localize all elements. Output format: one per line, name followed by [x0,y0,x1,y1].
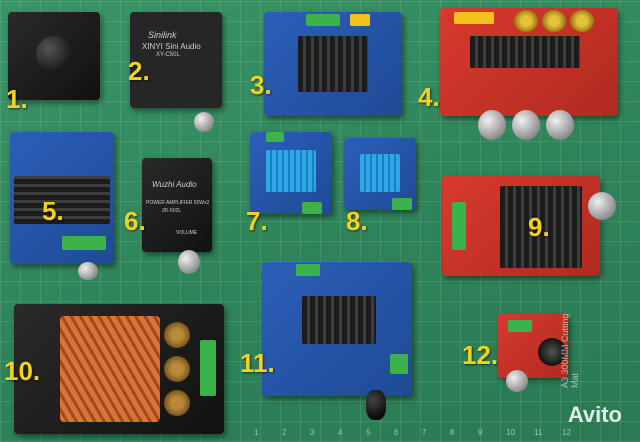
ruler-number: 4 [338,428,343,437]
label-10: 10. [4,356,41,386]
label-7: 7. [246,206,268,236]
inductor [570,10,594,32]
board-11-knob [366,390,386,420]
inductor [164,390,190,416]
amp-board-11 [262,262,412,396]
heatsink [470,36,580,68]
label-8: 8. [346,206,368,236]
heatsink [360,154,400,192]
board-2-knob [194,112,214,132]
amp-board-9 [442,176,600,276]
board-2-model: XINYI Sini Audio [142,42,201,51]
label-4: 4. [418,82,440,112]
terminal [266,132,284,142]
ruler-number: 3 [310,428,315,437]
amp-board-3 [264,12,402,116]
amp-board-12 [498,314,568,378]
terminal [200,340,216,396]
inductor [542,10,566,32]
amp-board-1 [8,12,100,100]
volume-knob [546,110,574,140]
ruler-number: 9 [478,428,483,437]
ruler-number: 5 [366,428,371,437]
label-11: 11. [240,348,275,378]
ruler-number: 6 [394,428,399,437]
board-6-line1: POWER AMPLIFIER 50Wx2 [146,200,210,206]
label-1: 1. [6,84,28,114]
terminal [390,354,408,374]
bass-knob [478,110,506,140]
heatsink [14,176,110,224]
board-2-part: XY-C50L [156,52,180,58]
board-9-knob [588,192,616,220]
ruler-number: 2 [282,428,287,437]
heatsink [500,186,582,268]
label-9: 9. [528,212,550,242]
treble-knob [512,110,540,140]
amp-board-2: Sinilink XINYI Sini Audio XY-C50L [130,12,222,108]
terminal [306,14,340,26]
terminal [454,12,494,24]
avito-watermark: Avito [567,402,622,427]
copper-heatsink [60,316,160,422]
label-5: 5. [42,196,64,226]
terminal [296,264,320,276]
board-5-knob [78,262,98,280]
ruler-number: 10 [506,428,515,437]
label-12: 12. [462,340,499,370]
ruler-number: 11 [534,428,543,437]
terminal [350,14,370,26]
ruler-number: 7 [422,428,427,437]
board-6-line2: ZK-502L [162,208,182,214]
amp-board-7 [250,132,332,214]
heatsink [266,150,316,192]
terminal [392,198,412,210]
terminal [452,202,466,250]
terminal [508,320,532,332]
ruler-number: 1 [254,428,259,437]
board-2-brand: Sinilink [148,30,177,40]
ruler-number: 8 [450,428,455,437]
label-2: 2. [128,56,150,86]
ruler-number: 12 [562,428,571,437]
terminal [302,202,322,214]
amp-board-8 [344,138,416,210]
amp-board-5 [10,132,114,264]
capacitor [538,338,566,366]
inductor [164,322,190,348]
amp-board-10 [14,304,224,434]
volume-knob [36,36,72,72]
label-6: 6. [124,206,146,236]
amp-board-4 [440,8,618,116]
board-6-volume: VOLUME [176,230,198,236]
label-3: 3. [250,70,272,100]
heatsink [302,296,376,344]
mat-side-text: A3 300MM Cutting Mat [560,313,580,388]
board-12-knob [506,370,528,392]
heatsink [298,36,368,92]
amp-board-6: Wuzhi Audio POWER AMPLIFIER 50Wx2 ZK-502… [142,158,212,252]
terminal [62,236,106,250]
board-6-brand: Wuzhi Audio [152,180,197,189]
inductor [164,356,190,382]
inductor [514,10,538,32]
board-6-knob [178,250,200,274]
